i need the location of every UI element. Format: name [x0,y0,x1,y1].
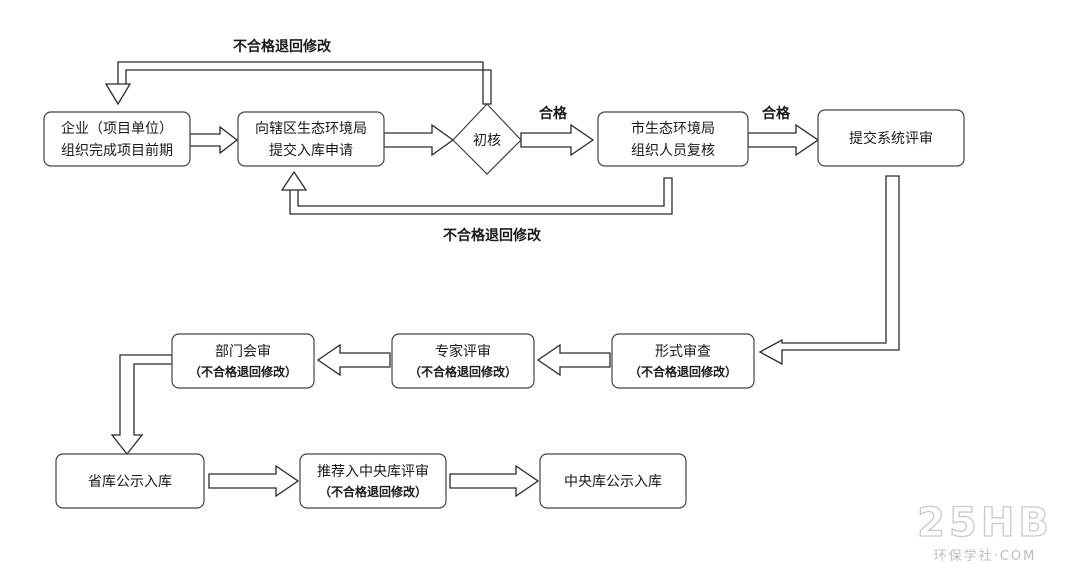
label-pass-1: 合格 [539,105,568,122]
node-initial-review-label: 初核 [473,132,501,149]
arrow-apply-to-initial [383,123,455,157]
label-pass-2: 合格 [762,105,791,122]
node-enterprise-line1: 企业（项目单位） [61,120,173,137]
node-city-review [597,111,749,167]
node-formal-review-line1: 形式审查 [655,344,711,360]
node-expert-review-line1: 专家评审 [435,343,491,360]
node-dept-review-line2: （不合格退回修改） [189,364,297,379]
arrow-formal-to-expert [536,343,611,377]
node-recommend-central [299,453,447,509]
watermark-subtitle: 环保学社·COM [934,548,1037,564]
node-expert-review [391,333,535,389]
arrow-enterprise-to-apply [189,125,239,155]
node-system-review-label: 提交系统评审 [849,130,933,147]
node-city-review-line1: 市生态环境局 [631,120,715,137]
node-dept-review-line1: 部门会审 [215,344,271,360]
node-province-publicity-label: 省库公示入库 [88,474,172,490]
node-formal-review-line2: （不合格退回修改） [629,364,737,379]
connector-dept-to-province [110,354,173,456]
node-apply [237,111,385,167]
node-recommend-central-line1: 推荐入中央库评审 [317,464,429,480]
node-expert-review-line2: （不合格退回修改） [409,364,517,379]
arrow-city-to-system [747,123,820,157]
watermark-logo-text: 25HB [917,500,1053,546]
node-initial-review [452,103,522,175]
return-arrowhead-top [104,83,132,106]
node-central-publicity-label: 中央库公示入库 [564,474,662,490]
arrow-expert-to-dept [316,343,391,377]
label-return-top: 不合格退回修改 [233,38,332,55]
node-formal-review [611,333,755,389]
node-apply-line2: 提交入库申请 [269,142,353,159]
arrow-initial-to-city [520,123,595,157]
node-dept-review [171,333,315,389]
node-central-publicity [539,453,687,509]
connector-system-to-formal [758,175,900,366]
node-enterprise [43,111,191,167]
node-province-publicity [55,453,205,509]
node-system-review [817,109,965,167]
node-enterprise-line2: 组织完成项目前期 [61,142,173,159]
return-pipe-top [117,61,492,105]
node-recommend-central-line2: （不合格退回修改） [319,484,427,499]
label-return-bottom: 不合格退回修改 [443,227,542,244]
node-city-review-line2: 组织人员复核 [631,142,715,159]
arrow-province-to-recommend [208,464,300,498]
arrow-recommend-to-central [449,464,540,498]
node-apply-line1: 向辖区生态环境局 [255,121,367,137]
return-arrowhead-bottom [280,170,308,191]
return-pipe-bottom [289,177,673,215]
